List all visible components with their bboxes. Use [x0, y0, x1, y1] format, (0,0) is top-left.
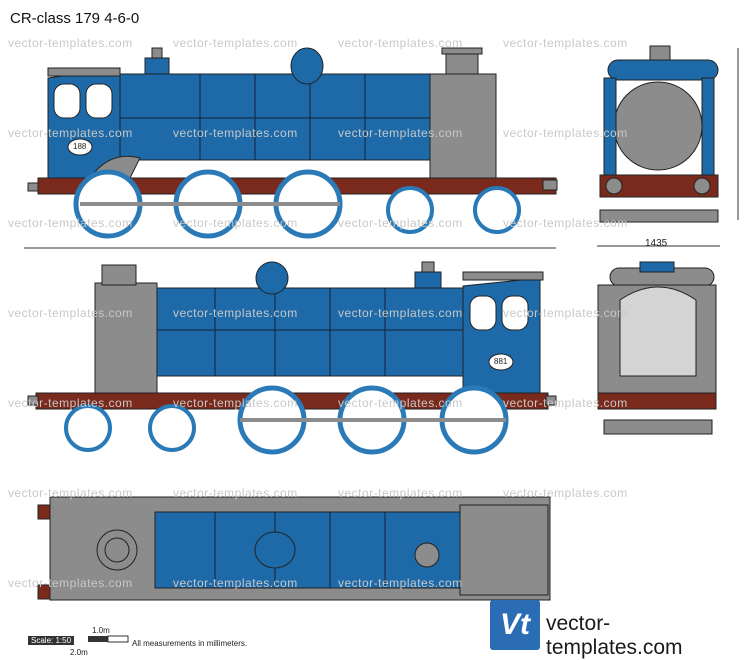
measurement-note: All measurements in millimeters.	[132, 639, 248, 648]
logo-text: vector-templates.com	[546, 612, 683, 659]
scale-bar	[88, 635, 129, 643]
scale-label: Scale: 1:50	[28, 636, 75, 645]
vector-templates-logo[interactable]: Vt vector-templates.com	[490, 600, 742, 659]
logo-mark-icon: Vt	[490, 600, 540, 650]
rear-view	[597, 261, 717, 435]
top-view	[37, 496, 551, 601]
scale-two-metre: 2.0m	[70, 648, 88, 657]
front-view	[599, 45, 719, 223]
side-view-left	[27, 47, 558, 195]
engine-number-plate-right: 881	[494, 357, 508, 366]
engine-number-plate-left: 188	[73, 142, 87, 151]
scale-one-metre: 1.0m	[92, 626, 110, 635]
page-title: CR-class 179 4-6-0	[10, 10, 140, 27]
front-width-label: 1435	[645, 238, 668, 249]
wheels-left-view	[73, 169, 521, 239]
wheels-right-view	[64, 385, 509, 455]
